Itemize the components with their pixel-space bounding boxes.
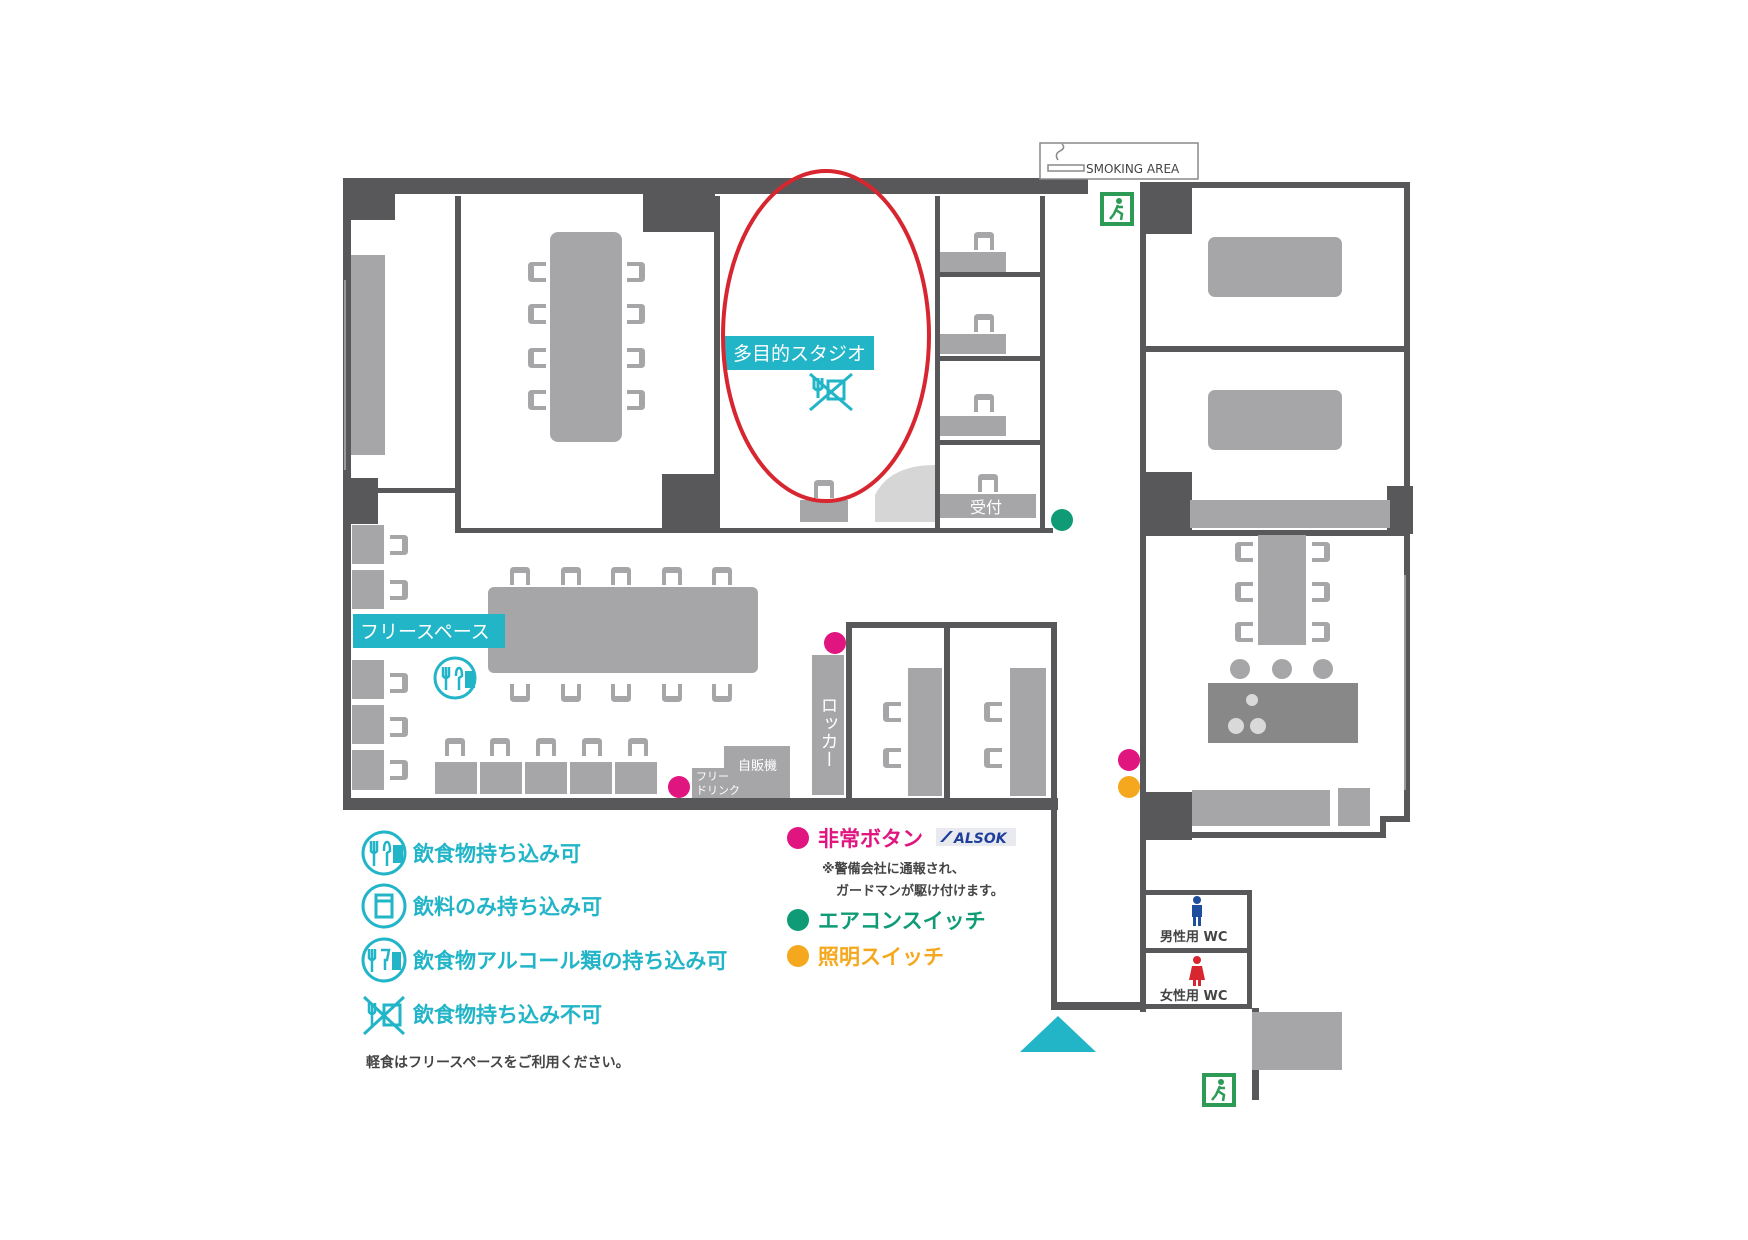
alsok-logo: ALSOK — [953, 831, 1008, 847]
switch-markers — [668, 509, 1140, 798]
free-space-label: フリースペース — [360, 621, 490, 643]
emergency-button-marker — [1118, 749, 1140, 771]
snack-note: 軽食はフリースペースをご利用ください。 — [366, 1054, 630, 1071]
highlight-ellipse — [721, 169, 931, 503]
cigarette-icon — [1047, 143, 1085, 172]
entrance-marker — [1020, 1016, 1096, 1052]
aircon-switch-marker — [1051, 509, 1073, 531]
furniture — [351, 232, 1390, 1070]
alcohol-ok-icon — [361, 937, 407, 983]
alsok-mark — [940, 831, 953, 842]
free-drink-label-2: ドリンク — [696, 784, 740, 797]
island-dots — [1228, 694, 1266, 734]
smoking-area: SMOKING AREA — [1039, 142, 1199, 180]
smoking-area-label: SMOKING AREA — [1086, 162, 1180, 176]
locker-label: ロッカー — [818, 696, 839, 768]
legend-light: 照明スイッチ — [818, 945, 944, 969]
alsok-logo-bg — [936, 828, 1016, 846]
windows — [344, 280, 1406, 790]
no-food-icon-studio — [809, 372, 853, 412]
free-drink-label-1: フリー — [696, 770, 729, 783]
light-legend-dot — [787, 945, 809, 967]
kitchen-island — [1208, 683, 1358, 743]
emergency-button-marker — [824, 632, 846, 654]
emergency-note-2: ガードマンが駆け付けます。 — [836, 883, 1004, 899]
legend-aircon: エアコンスイッチ — [818, 909, 986, 933]
food-ok-icon — [361, 830, 407, 876]
womens-wc-label: 女性用 WC — [1160, 988, 1227, 1004]
legend-right: 非常ボタン ALSOK ※警備会社に通報され、 ガードマンが駆け付けます。 エア… — [787, 827, 1016, 969]
legend-emergency: 非常ボタン — [818, 827, 923, 851]
stools — [1230, 659, 1333, 679]
light-switch-marker — [1118, 776, 1140, 798]
exit-sign-top-icon — [1100, 192, 1134, 226]
walls — [343, 178, 1413, 1100]
studio-label-bg — [724, 336, 874, 370]
emergency-note-1: ※警備会社に通報され、 — [822, 861, 965, 877]
mens-wc-label: 男性用 WC — [1160, 929, 1227, 945]
legend-left: 飲食物持ち込み可 飲料のみ持ち込み可 飲食物アルコール類の持ち込み可 飲食物持ち… — [361, 830, 727, 1071]
aircon-legend-dot — [787, 909, 809, 931]
legend-drink-only: 飲料のみ持ち込み可 — [412, 895, 602, 919]
emergency-legend-dot — [787, 827, 809, 849]
drink-only-icon — [361, 883, 407, 929]
free-space-label-bg — [353, 614, 505, 648]
emergency-button-marker — [668, 776, 690, 798]
male-icon — [1192, 896, 1202, 926]
legend-food-ng: 飲食物持ち込み不可 — [412, 1003, 602, 1027]
studio-round-area — [875, 465, 935, 522]
vending-label: 自販機 — [738, 759, 777, 774]
exit-sign-bottom-icon — [1202, 1073, 1236, 1107]
female-icon — [1189, 956, 1205, 986]
reception-label: 受付 — [970, 498, 1002, 517]
studio-label: 多目的スタジオ — [733, 343, 866, 365]
legend-alcohol-ok: 飲食物アルコール類の持ち込み可 — [412, 949, 727, 973]
legend-food-ok: 飲食物持ち込み可 — [412, 842, 581, 866]
food-ng-icon — [362, 995, 406, 1036]
food-ok-icon-free-space — [433, 656, 477, 700]
reception-bg — [940, 494, 1036, 518]
